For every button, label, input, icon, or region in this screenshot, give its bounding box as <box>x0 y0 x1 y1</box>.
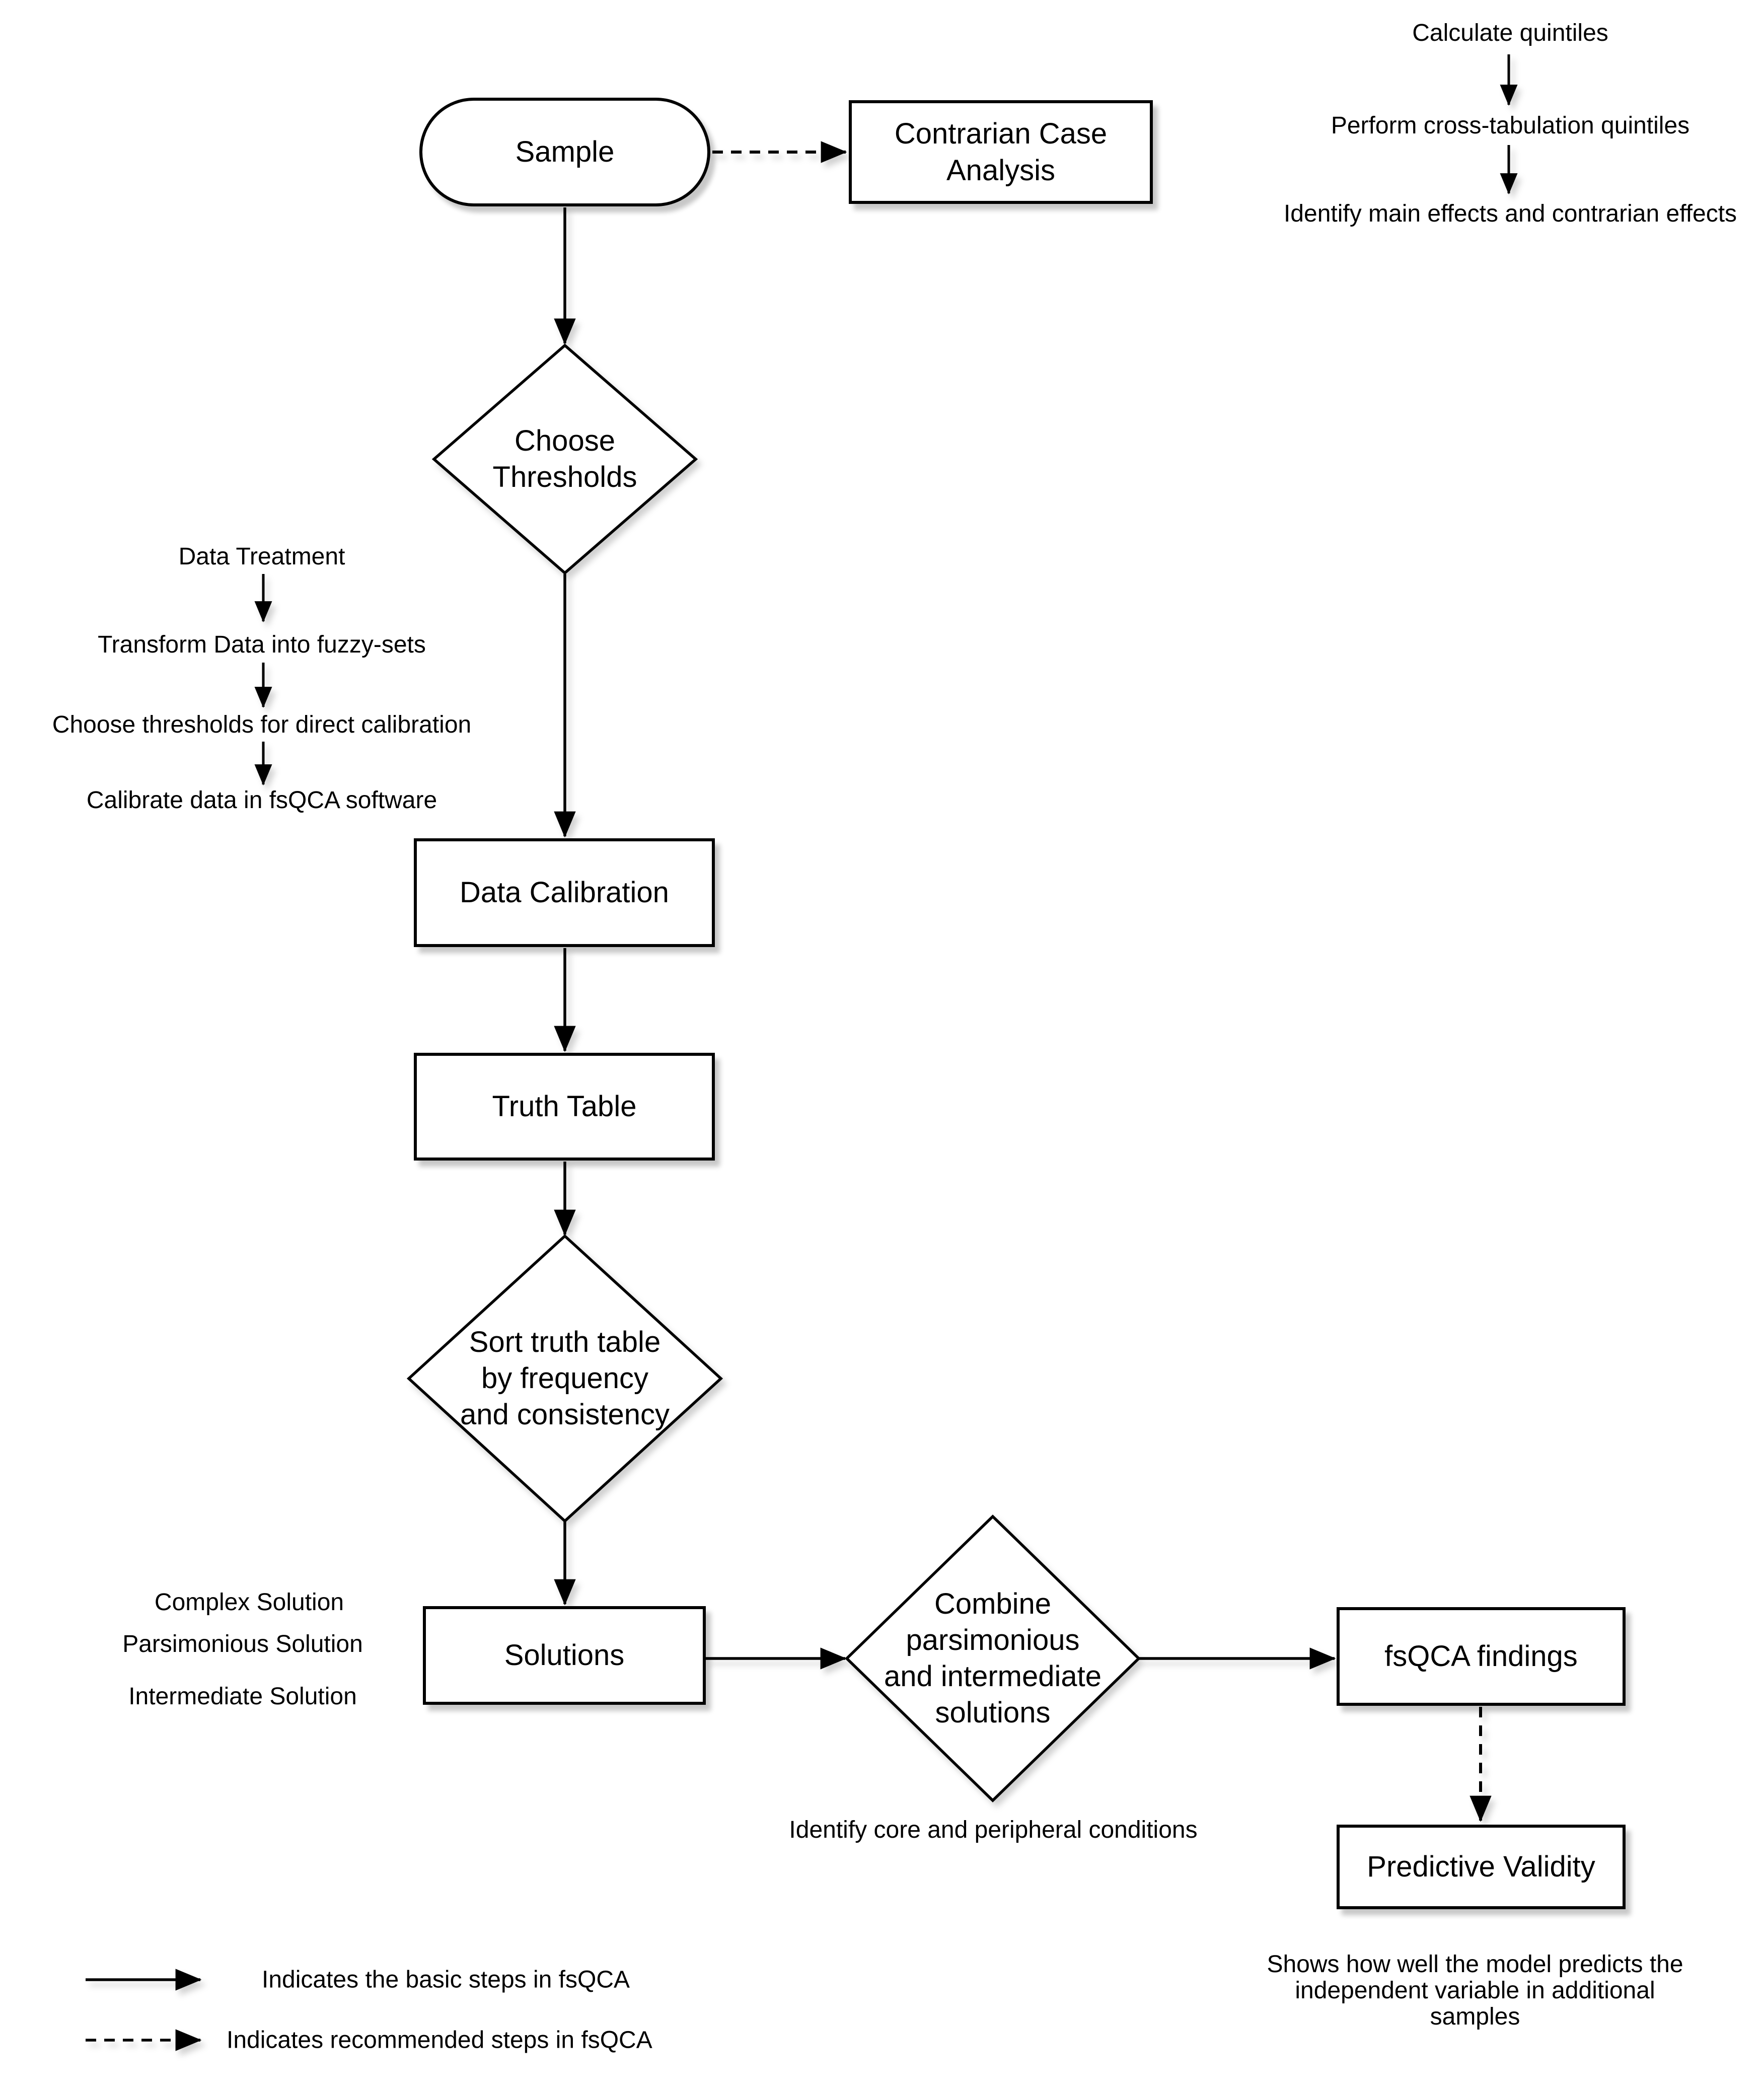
sort-line3: and consistency <box>460 1398 670 1431</box>
annotation-calibrate-fsqca-software: Calibrate data in fsQCA software <box>86 787 437 814</box>
node-sample: Sample <box>419 98 710 206</box>
sort-line1: Sort truth table <box>469 1326 661 1359</box>
annotation-intermediate-solution: Intermediate Solution <box>128 1683 357 1710</box>
decision-combine-solutions-shape <box>845 1514 1141 1802</box>
annotation-parsimonious-solution: Parsimonious Solution <box>122 1631 363 1657</box>
node-predictive-validity: Predictive Validity <box>1337 1825 1626 1909</box>
annotation-predictive-note: Shows how well the model predicts the in… <box>1267 1952 1683 2030</box>
combine-line2: parsimonious <box>906 1624 1080 1657</box>
node-contrarian-label-line1: Contrarian Case <box>894 117 1108 150</box>
annotation-cross-tabulation: Perform cross-tabulation quintiles <box>1331 112 1690 139</box>
annotation-transform-fuzzy-sets: Transform Data into fuzzy-sets <box>98 631 426 658</box>
annotation-data-treatment: Data Treatment <box>178 543 345 570</box>
node-truth-table: Truth Table <box>414 1053 715 1161</box>
node-sample-label: Sample <box>515 135 615 169</box>
node-solutions: Solutions <box>423 1606 706 1705</box>
node-contrarian-label-line2: Analysis <box>946 154 1055 187</box>
predictive-note-line2: independent variable in additional <box>1295 1977 1655 2004</box>
annotation-complex-solution: Complex Solution <box>154 1589 344 1616</box>
decision-sort-truth-table-label: Sort truth table by frequency and consis… <box>460 1324 670 1433</box>
legend-solid-label: Indicates the basic steps in fsQCA <box>262 1966 630 1993</box>
decision-combine-solutions-label: Combine parsimonious and intermediate so… <box>884 1586 1101 1731</box>
node-truth-table-label: Truth Table <box>492 1090 637 1123</box>
node-contrarian-case-analysis: Contrarian Case Analysis <box>849 100 1153 204</box>
node-fsqca-findings: fsQCA findings <box>1337 1607 1626 1706</box>
annotation-calculate-quintiles: Calculate quintiles <box>1412 20 1608 46</box>
choose-thresholds-line1: Choose <box>514 424 615 458</box>
node-data-calibration: Data Calibration <box>414 838 715 947</box>
combine-line1: Combine <box>934 1587 1052 1621</box>
combine-line4: solutions <box>935 1696 1051 1729</box>
sort-line2: by frequency <box>481 1362 649 1395</box>
predictive-note-line3: samples <box>1430 2003 1520 2030</box>
node-contrarian-label: Contrarian Case Analysis <box>895 115 1107 189</box>
predictive-note-line1: Shows how well the model predicts the <box>1267 1951 1683 1978</box>
legend-dashed-label: Indicates recommended steps in fsQCA <box>227 2027 652 2054</box>
annotation-identify-core-peripheral: Identify core and peripheral conditions <box>789 1817 1198 1843</box>
node-predictive-validity-label: Predictive Validity <box>1367 1850 1595 1884</box>
combine-line3: and intermediate <box>884 1660 1102 1693</box>
node-fsqca-findings-label: fsQCA findings <box>1384 1640 1578 1673</box>
annotation-identify-effects: Identify main effects and contrarian eff… <box>1283 200 1737 227</box>
choose-thresholds-line2: Thresholds <box>492 461 637 493</box>
node-solutions-label: Solutions <box>504 1639 625 1672</box>
decision-choose-thresholds-shape <box>431 343 698 575</box>
node-data-calibration-label: Data Calibration <box>460 876 669 909</box>
annotation-choose-thresholds-calibration: Choose thresholds for direct calibration <box>52 711 472 738</box>
decision-choose-thresholds-label: Choose Thresholds <box>493 423 637 495</box>
